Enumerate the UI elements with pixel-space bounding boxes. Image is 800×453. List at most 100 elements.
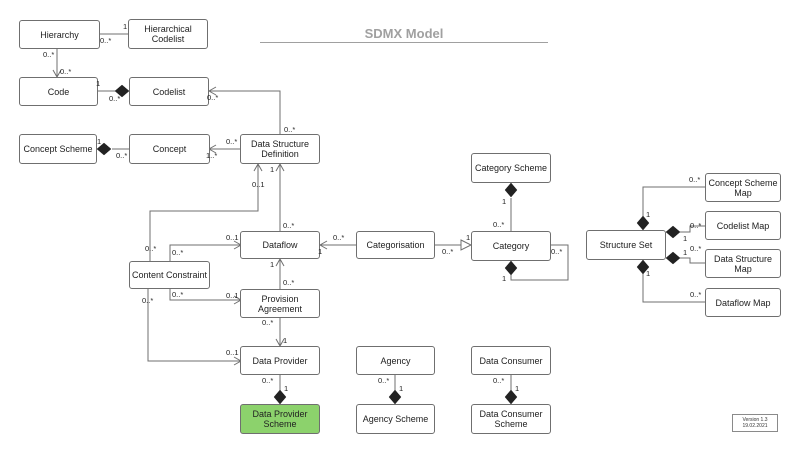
node-hierarchy[interactable]: Hierarchy xyxy=(19,20,100,49)
node-agency[interactable]: Agency xyxy=(356,346,435,375)
mult-label: 0..* xyxy=(442,247,454,256)
arrowhead-dataflow-from-categorisation xyxy=(318,240,328,250)
diamond-structureset-dfm xyxy=(636,259,650,275)
title-underline xyxy=(260,42,548,43)
mult-label: 0..* xyxy=(226,137,238,146)
mult-label: 0..* xyxy=(689,175,701,184)
mult-label: 0..* xyxy=(493,220,505,229)
node-data-provider-scheme[interactable]: Data Provider Scheme xyxy=(240,404,320,434)
mult-label: 0..* xyxy=(551,247,563,256)
connector-category-self xyxy=(510,244,569,281)
mult-label: 1 xyxy=(270,165,275,174)
mult-label: 1 xyxy=(502,274,507,283)
arrowhead-category-hollow xyxy=(460,239,473,251)
mult-label: 1 xyxy=(399,384,404,393)
mult-label: 0..* xyxy=(262,318,274,327)
node-agency-scheme[interactable]: Agency Scheme xyxy=(356,404,435,434)
node-content-constraint[interactable]: Content Constraint xyxy=(129,261,210,289)
node-category[interactable]: Category xyxy=(471,231,551,261)
mult-label: 1 xyxy=(683,248,688,257)
node-data-provider[interactable]: Data Provider xyxy=(240,346,320,375)
mult-label: 0..* xyxy=(493,376,505,385)
mult-label: 1 xyxy=(283,336,288,345)
node-concept[interactable]: Concept xyxy=(129,134,210,164)
mult-label: 0..* xyxy=(284,125,296,134)
mult-label: 0..* xyxy=(283,278,295,287)
mult-label: 0..* xyxy=(142,296,154,305)
mult-label: 1 xyxy=(646,269,651,278)
diamond-structureset-dsm xyxy=(665,251,681,265)
mult-label: 1 xyxy=(318,247,323,256)
node-dataflow[interactable]: Dataflow xyxy=(240,231,320,259)
node-categorisation[interactable]: Categorisation xyxy=(356,231,435,259)
node-dataflow-map[interactable]: Dataflow Map xyxy=(705,288,781,317)
mult-label: 0..* xyxy=(690,244,702,253)
mult-label: 0..* xyxy=(60,67,72,76)
mult-label: 1 xyxy=(515,384,520,393)
connector-constraint-dsd xyxy=(149,164,259,261)
node-data-consumer[interactable]: Data Consumer xyxy=(471,346,551,375)
node-codelist[interactable]: Codelist xyxy=(129,77,209,106)
node-provision-agreement[interactable]: Provision Agreement xyxy=(240,289,320,318)
mult-label: 1 xyxy=(502,197,507,206)
mult-label: 0..* xyxy=(116,151,128,160)
node-data-structure-map[interactable]: Data Structure Map xyxy=(705,249,781,278)
mult-label: 0..* xyxy=(100,36,112,45)
mult-label: 0..1 xyxy=(226,348,239,357)
node-hierarchical-codelist[interactable]: Hierarchical Codelist xyxy=(128,19,208,49)
mult-label: 1 xyxy=(123,22,128,31)
mult-label: 0..* xyxy=(378,376,390,385)
version-date: 19.02.2021 xyxy=(742,423,768,429)
mult-label: 0..1 xyxy=(252,180,265,189)
mult-label: 0..* xyxy=(172,248,184,257)
mult-label: 0..* xyxy=(145,244,157,253)
node-concept-scheme-map[interactable]: Concept Scheme Map xyxy=(705,173,781,202)
mult-label: 0..* xyxy=(109,94,121,103)
arrowhead-dsd-from-constraint xyxy=(253,162,263,172)
diamond-category-self xyxy=(504,260,518,276)
arrowhead-codelist xyxy=(207,86,217,96)
connector-constraint-dataflow xyxy=(169,244,240,261)
mult-label: 0..* xyxy=(207,93,219,102)
mult-label: 0..* xyxy=(43,50,55,59)
mult-label: 0..* xyxy=(333,233,345,242)
mult-label: 1 xyxy=(683,234,688,243)
connector-codelist-dsd xyxy=(210,90,281,134)
diamond-structureset-clm xyxy=(665,225,681,239)
node-data-structure-definition[interactable]: Data Structure Definition xyxy=(240,134,320,164)
connector-structureset-conceptschememap xyxy=(642,186,705,217)
mult-label: 0..1 xyxy=(226,291,239,300)
mult-label: 1..* xyxy=(206,151,218,160)
version-number: Version 1.3 xyxy=(742,417,768,423)
connector-constraint-dataprovider xyxy=(147,289,240,362)
mult-label: 1 xyxy=(284,384,289,393)
arrowhead-dataflow-from-provision xyxy=(275,257,285,267)
mult-label: 0..* xyxy=(262,376,274,385)
mult-label: 0..* xyxy=(690,290,702,299)
connector-structureset-codelistmap xyxy=(680,225,705,233)
version-box: Version 1.3 19.02.2021 xyxy=(732,414,778,432)
mult-label: 0..* xyxy=(283,221,295,230)
mult-label: 0..1 xyxy=(226,233,239,242)
diamond-categoryscheme xyxy=(504,182,518,198)
node-codelist-map[interactable]: Codelist Map xyxy=(705,211,781,240)
mult-label: 1 xyxy=(270,260,275,269)
mult-label: 1 xyxy=(96,79,101,88)
arrowhead-dsd-from-dataflow xyxy=(275,162,285,172)
node-concept-scheme[interactable]: Concept Scheme xyxy=(19,134,97,164)
mult-label: 1 xyxy=(466,233,471,242)
node-structure-set[interactable]: Structure Set xyxy=(586,230,666,260)
connector-structureset-dataflowmap xyxy=(642,274,705,303)
connector-structureset-dsdmap xyxy=(680,257,705,264)
mult-label: 1 xyxy=(646,210,651,219)
mult-label: 0..* xyxy=(172,290,184,299)
diagram-title: SDMX Model xyxy=(364,26,444,41)
diamond-conceptscheme xyxy=(96,142,112,156)
mult-label: 1 xyxy=(97,137,102,146)
mult-label: 0..* xyxy=(690,221,702,230)
node-category-scheme[interactable]: Category Scheme xyxy=(471,153,551,183)
node-code[interactable]: Code xyxy=(19,77,98,106)
node-data-consumer-scheme[interactable]: Data Consumer Scheme xyxy=(471,404,551,434)
